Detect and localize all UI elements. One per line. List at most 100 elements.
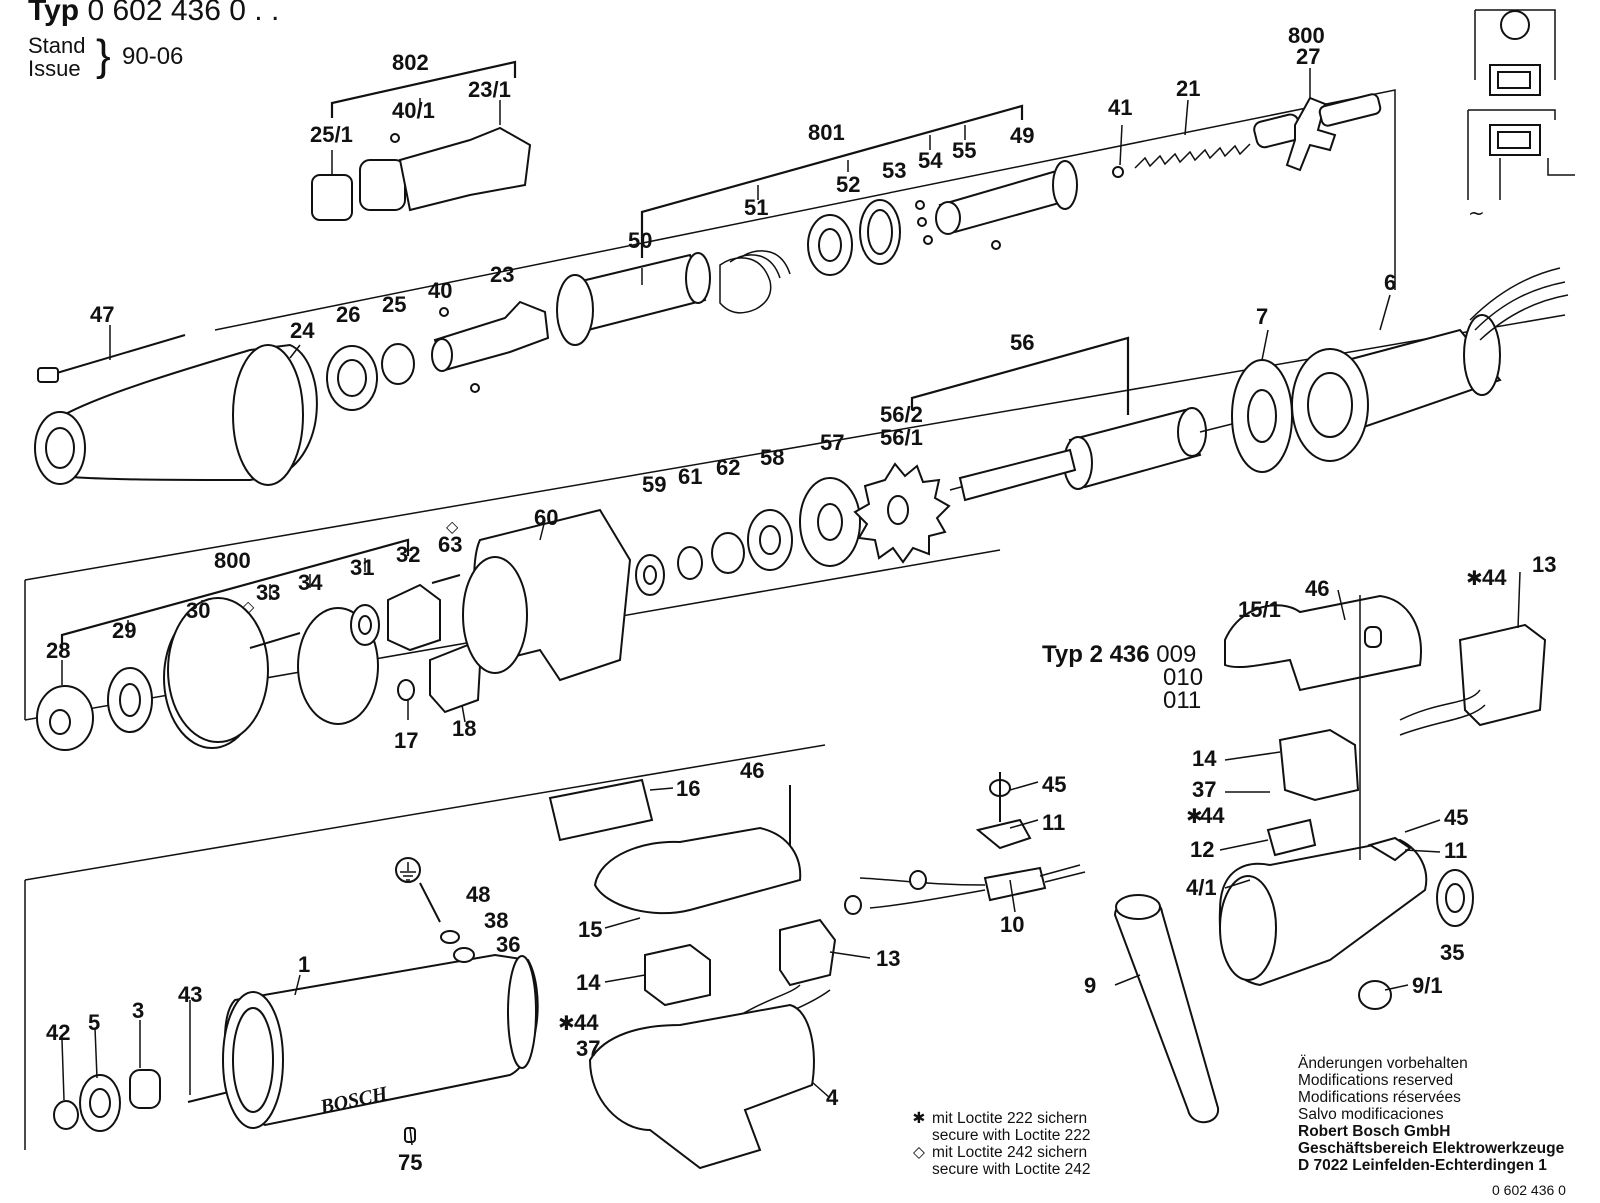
stand-value: 90-06 [122, 43, 184, 70]
label-6: 6 [1384, 270, 1396, 295]
label-4: 4 [826, 1085, 839, 1110]
label-47: 47 [90, 302, 114, 327]
label-51: 51 [744, 195, 768, 220]
star-icon: ✱ [558, 1011, 575, 1035]
label-14-lower: 14 [576, 970, 601, 995]
label-801: 801 [808, 120, 845, 145]
label-56: 56 [1010, 330, 1034, 355]
label-75: 75 [398, 1150, 422, 1175]
label-29: 29 [112, 618, 136, 643]
label-46-lower: 46 [740, 758, 764, 783]
brace-symbol: } [96, 31, 111, 80]
label-23: 23 [490, 262, 514, 287]
label-13-upper: 13 [1532, 552, 1556, 577]
label-24: 24 [290, 318, 315, 343]
label-802: 802 [392, 50, 429, 75]
label-11-right: 11 [1444, 838, 1467, 863]
part-group-802 [311, 60, 532, 221]
diamond-icon: ◇ [913, 1144, 925, 1161]
label-33: 33 [256, 580, 280, 605]
label-36: 36 [496, 932, 520, 957]
document-code: 0 602 436 0 [1492, 1182, 1566, 1198]
label-21: 21 [1176, 76, 1200, 101]
variant-codes: 010 011 [1163, 664, 1204, 714]
label-38: 38 [484, 908, 508, 933]
label-37-lower: 37 [576, 1036, 600, 1061]
label-17: 17 [394, 728, 418, 753]
part-housing-1 [53, 882, 539, 1143]
part-group-800 [36, 462, 951, 751]
label-800-upper: 800 [1288, 23, 1325, 48]
label-25-1: 25/1 [310, 122, 353, 147]
label-28: 28 [46, 638, 70, 663]
label-800-lower: 800 [214, 548, 251, 573]
modification-notes: Änderungen vorbehalten Modifications res… [1298, 1055, 1565, 1174]
page-title: Typ 0 602 436 0 . . [28, 0, 280, 27]
label-62: 62 [716, 455, 740, 480]
part-group-801 [556, 93, 1382, 346]
schematic-icon: ~ [1467, 9, 1575, 225]
label-35: 35 [1440, 940, 1464, 965]
label-5: 5 [88, 1010, 100, 1035]
label-40: 40 [428, 278, 452, 303]
label-12: 12 [1190, 837, 1214, 862]
label-41: 41 [1108, 95, 1132, 120]
label-25: 25 [382, 292, 406, 317]
label-31: 31 [350, 555, 374, 580]
label-34: 34 [298, 570, 323, 595]
label-30: 30 [186, 598, 210, 623]
label-10: 10 [1000, 912, 1024, 937]
company-name: Robert Bosch GmbH [1298, 1123, 1451, 1140]
stand-issue-label: Stand Issue [28, 33, 86, 81]
label-61: 61 [678, 464, 702, 489]
diamond-icon: ◇ [242, 597, 255, 616]
label-37-right: 37 [1192, 777, 1216, 802]
part-group-motor [34, 300, 550, 486]
label-45-lower: 45 [1042, 772, 1066, 797]
label-46-upper: 46 [1305, 576, 1329, 601]
label-53: 53 [882, 158, 906, 183]
label-54: 54 [918, 148, 943, 173]
label-63: 63 [438, 532, 462, 557]
label-9: 9 [1084, 973, 1096, 998]
label-23-1: 23/1 [468, 77, 511, 102]
part-group-switch-lower [548, 772, 1086, 1170]
svg-text:~: ~ [1468, 201, 1485, 225]
loctite-legend: ✱mit Loctite 222 sichern secure with Loc… [912, 1110, 1091, 1178]
label-43: 43 [178, 982, 202, 1007]
star-icon: ✱ [1466, 566, 1483, 590]
label-44-right: 44 [1200, 803, 1225, 828]
part-group-armature-56 [910, 267, 1569, 502]
label-27: 27 [1296, 44, 1320, 69]
label-52: 52 [836, 172, 860, 197]
part-group-switch-upper [1218, 594, 1547, 1010]
label-60: 60 [534, 505, 558, 530]
label-15-1: 15/1 [1238, 597, 1281, 622]
label-44-lower: 44 [574, 1010, 599, 1035]
label-59: 59 [642, 472, 666, 497]
variant-type: Typ 2 436 009 [1042, 641, 1197, 668]
label-48: 48 [466, 882, 490, 907]
part-labels: 802 25/1 40/1 23/1 801 50 51 52 53 54 55… [46, 23, 1556, 1175]
label-3: 3 [132, 998, 144, 1023]
label-42: 42 [46, 1020, 70, 1045]
label-14-right: 14 [1192, 746, 1217, 771]
label-1: 1 [298, 952, 310, 977]
label-4-1: 4/1 [1186, 875, 1217, 900]
label-40-1: 40/1 [392, 98, 435, 123]
label-7: 7 [1256, 304, 1268, 329]
label-50: 50 [628, 228, 652, 253]
loctite-markers: ✱ ✱ ✱ ◇ ◇ [242, 517, 1483, 1035]
label-32: 32 [396, 542, 420, 567]
diamond-icon: ◇ [446, 517, 459, 536]
label-11-lower: 11 [1042, 810, 1065, 835]
label-45-right: 45 [1444, 805, 1468, 830]
label-49: 49 [1010, 123, 1034, 148]
label-26: 26 [336, 302, 360, 327]
label-56-2: 56/2 [880, 402, 923, 427]
label-16: 16 [676, 776, 700, 801]
label-13-lower: 13 [876, 946, 900, 971]
leader-lines [61, 68, 1521, 1146]
